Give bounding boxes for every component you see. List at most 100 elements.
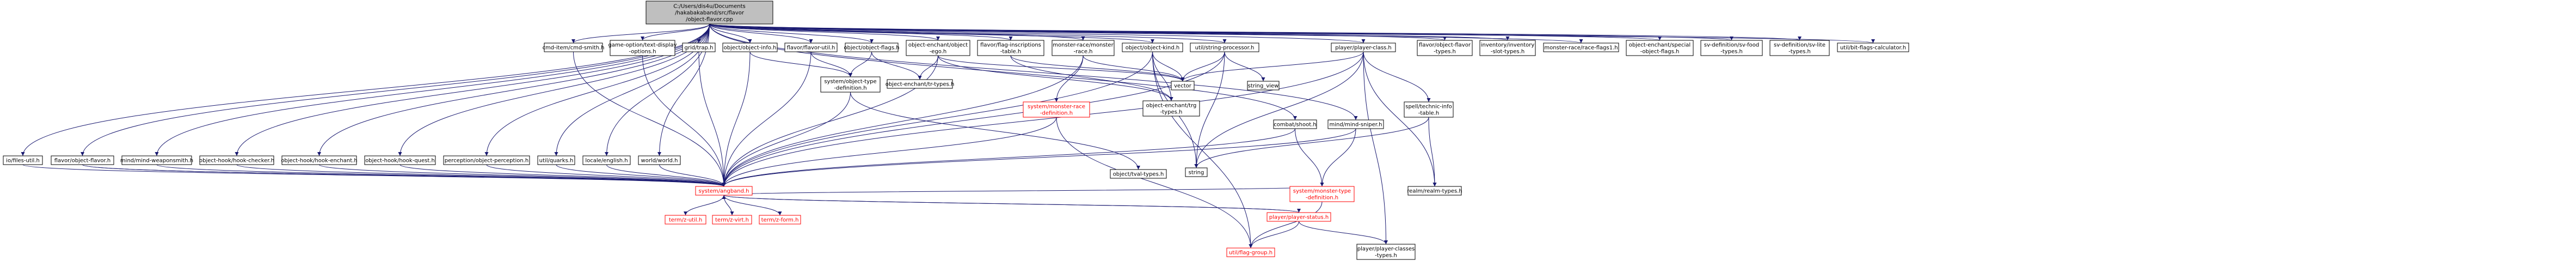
- node-label: grid/trap.h: [685, 45, 714, 51]
- include-node[interactable]: sv-definition/sv-food-types.h: [1700, 40, 1763, 56]
- include-node[interactable]: locale/english.h: [582, 155, 631, 165]
- include-node[interactable]: object-hook/hook-quest.h: [364, 155, 436, 165]
- edge-n30-to-n39: [722, 92, 851, 187]
- node-box: [1543, 43, 1619, 52]
- include-node[interactable]: string_view: [1247, 81, 1280, 90]
- node-box: [1404, 101, 1454, 118]
- node-box: [1327, 119, 1384, 129]
- include-node[interactable]: monster-race/monster-race.h: [1052, 40, 1115, 56]
- include-node[interactable]: system/object-type-definition.h: [820, 76, 881, 93]
- node-label: -table.h: [1418, 111, 1439, 117]
- include-node[interactable]: monster-race/race-flags1.h: [1543, 43, 1619, 52]
- edge-n19-to-n34: [1083, 55, 1185, 82]
- include-node[interactable]: system/angband.h: [695, 186, 753, 196]
- node-label: system/monster-type: [1293, 189, 1351, 195]
- include-node[interactable]: string: [1185, 167, 1208, 177]
- node-label: cmd-item/cmd-smith.h: [543, 45, 605, 51]
- edge-root-to-n4: [235, 23, 710, 156]
- include-node[interactable]: term/z-virt.h: [712, 215, 752, 225]
- edge-n14-to-n39: [722, 51, 751, 187]
- include-node[interactable]: player/player-classes-types.h: [1356, 244, 1416, 260]
- node-box: [1626, 40, 1694, 56]
- include-node[interactable]: object/object-flags.h: [844, 43, 900, 52]
- include-node[interactable]: inventory/inventory-slot-types.h: [1479, 40, 1536, 56]
- node-box: [820, 76, 881, 93]
- include-node[interactable]: object/tval-types.h: [1110, 169, 1167, 179]
- node-box: [3, 155, 43, 165]
- include-node[interactable]: object-hook/hook-enchant.h: [281, 155, 358, 165]
- edge-root-to-n25: [709, 23, 1583, 44]
- include-node[interactable]: system/monster-race-definition.h: [1023, 101, 1090, 118]
- include-node[interactable]: flavor/flavor-util.h: [784, 43, 838, 52]
- root-file-node[interactable]: C:/Users/dis4u/Documents/hakabakaband/sr…: [645, 1, 773, 25]
- include-node[interactable]: cmd-item/cmd-smith.h: [543, 43, 605, 52]
- node-box: [51, 155, 114, 165]
- edge-n38-to-n43: [1428, 117, 1437, 187]
- edge-n4-to-n39: [236, 164, 726, 187]
- node-box: [1122, 43, 1183, 52]
- edge-n3-to-n39: [156, 164, 726, 187]
- node-label: util/string-processor.h: [1195, 45, 1255, 51]
- include-node[interactable]: flavor/object-flavor-types.h: [1417, 40, 1473, 56]
- include-node[interactable]: object-enchant/object-ego.h: [906, 40, 970, 56]
- include-node[interactable]: object-enchant/special-object-flags.h: [1626, 40, 1694, 56]
- node-box: [582, 155, 631, 165]
- edge-n19-to-n39: [722, 55, 1084, 187]
- node-label: spell/technic-info: [1405, 104, 1452, 110]
- edge-n22-to-n43: [1363, 51, 1437, 187]
- include-node[interactable]: mind/mind-weaponsmith.h: [120, 155, 193, 165]
- include-node[interactable]: object-hook/hook-checker.h: [199, 155, 274, 165]
- node-box: [1142, 100, 1200, 117]
- edge-root-to-n15: [709, 23, 813, 44]
- include-node[interactable]: object-enchant/trg-types.h: [1142, 100, 1200, 117]
- include-node[interactable]: flavor/flag-inscriptions-table.h: [977, 40, 1044, 56]
- node-box: [1837, 43, 1909, 52]
- include-node[interactable]: game-option/text-display-options.h: [608, 40, 677, 56]
- node-box: [544, 43, 603, 52]
- node-label: mind/mind-weaponsmith.h: [120, 158, 193, 164]
- include-node[interactable]: term/z-form.h: [759, 215, 801, 225]
- edge-n21-to-n34: [1181, 51, 1225, 82]
- include-node[interactable]: perception/object-perception.h: [443, 155, 530, 165]
- edge-root-to-n13: [697, 23, 710, 44]
- include-node[interactable]: sv-definition/sv-lite-types.h: [1769, 40, 1830, 56]
- include-node[interactable]: combat/shoot.h: [1273, 119, 1317, 129]
- node-label: object-hook/hook-checker.h: [199, 158, 274, 164]
- include-node[interactable]: io/files-util.h: [3, 155, 43, 165]
- node-label: realm/realm-types.h: [1407, 189, 1462, 195]
- node-label: player/player-class.h: [1335, 45, 1392, 51]
- node-box: [722, 43, 778, 52]
- include-node[interactable]: util/flag-group.h: [1226, 247, 1275, 257]
- include-node[interactable]: util/string-processor.h: [1190, 43, 1259, 52]
- include-node[interactable]: realm/realm-types.h: [1407, 186, 1462, 196]
- include-node[interactable]: mind/mind-sniper.h: [1327, 119, 1384, 129]
- include-node[interactable]: world/world.h: [638, 155, 681, 165]
- include-node[interactable]: object-enchant/tr-types.h: [886, 79, 955, 89]
- include-node[interactable]: player/player-class.h: [1331, 43, 1396, 52]
- include-node[interactable]: util/quarks.h: [537, 155, 575, 165]
- node-label: term/z-form.h: [761, 217, 799, 223]
- node-label: object/object-kind.h: [1126, 45, 1179, 51]
- include-node[interactable]: util/bit-flags-calculator.h: [1837, 43, 1909, 52]
- include-node[interactable]: system/monster-type-definition.h: [1289, 186, 1355, 202]
- node-box: [906, 40, 970, 56]
- node-box: [1407, 186, 1462, 196]
- include-node[interactable]: term/z-util.h: [665, 215, 706, 225]
- include-node[interactable]: vector: [1171, 81, 1195, 90]
- node-box: [1289, 186, 1355, 202]
- edge-n20-to-n34: [1152, 51, 1185, 82]
- include-node[interactable]: flavor/object-flavor.h: [51, 155, 114, 165]
- include-node[interactable]: spell/technic-info-table.h: [1404, 101, 1454, 118]
- edge-n15-to-n39: [722, 51, 811, 187]
- node-label: object-enchant/trg: [1146, 103, 1197, 109]
- node-box: [784, 43, 838, 52]
- node-layer: C:/Users/dis4u/Documents/hakabakaband/sr…: [3, 1, 1909, 260]
- include-node[interactable]: object/object-info.h: [722, 43, 778, 52]
- include-node[interactable]: grid/trap.h: [682, 43, 716, 52]
- edge-n20-to-n39: [722, 51, 1153, 187]
- include-node[interactable]: object/object-kind.h: [1122, 43, 1183, 52]
- edge-root-to-n36: [709, 23, 1297, 120]
- edge-n22-to-n40: [1194, 51, 1364, 168]
- include-node[interactable]: player/player-status.h: [1267, 212, 1331, 222]
- edge-root-to-n17: [709, 23, 940, 41]
